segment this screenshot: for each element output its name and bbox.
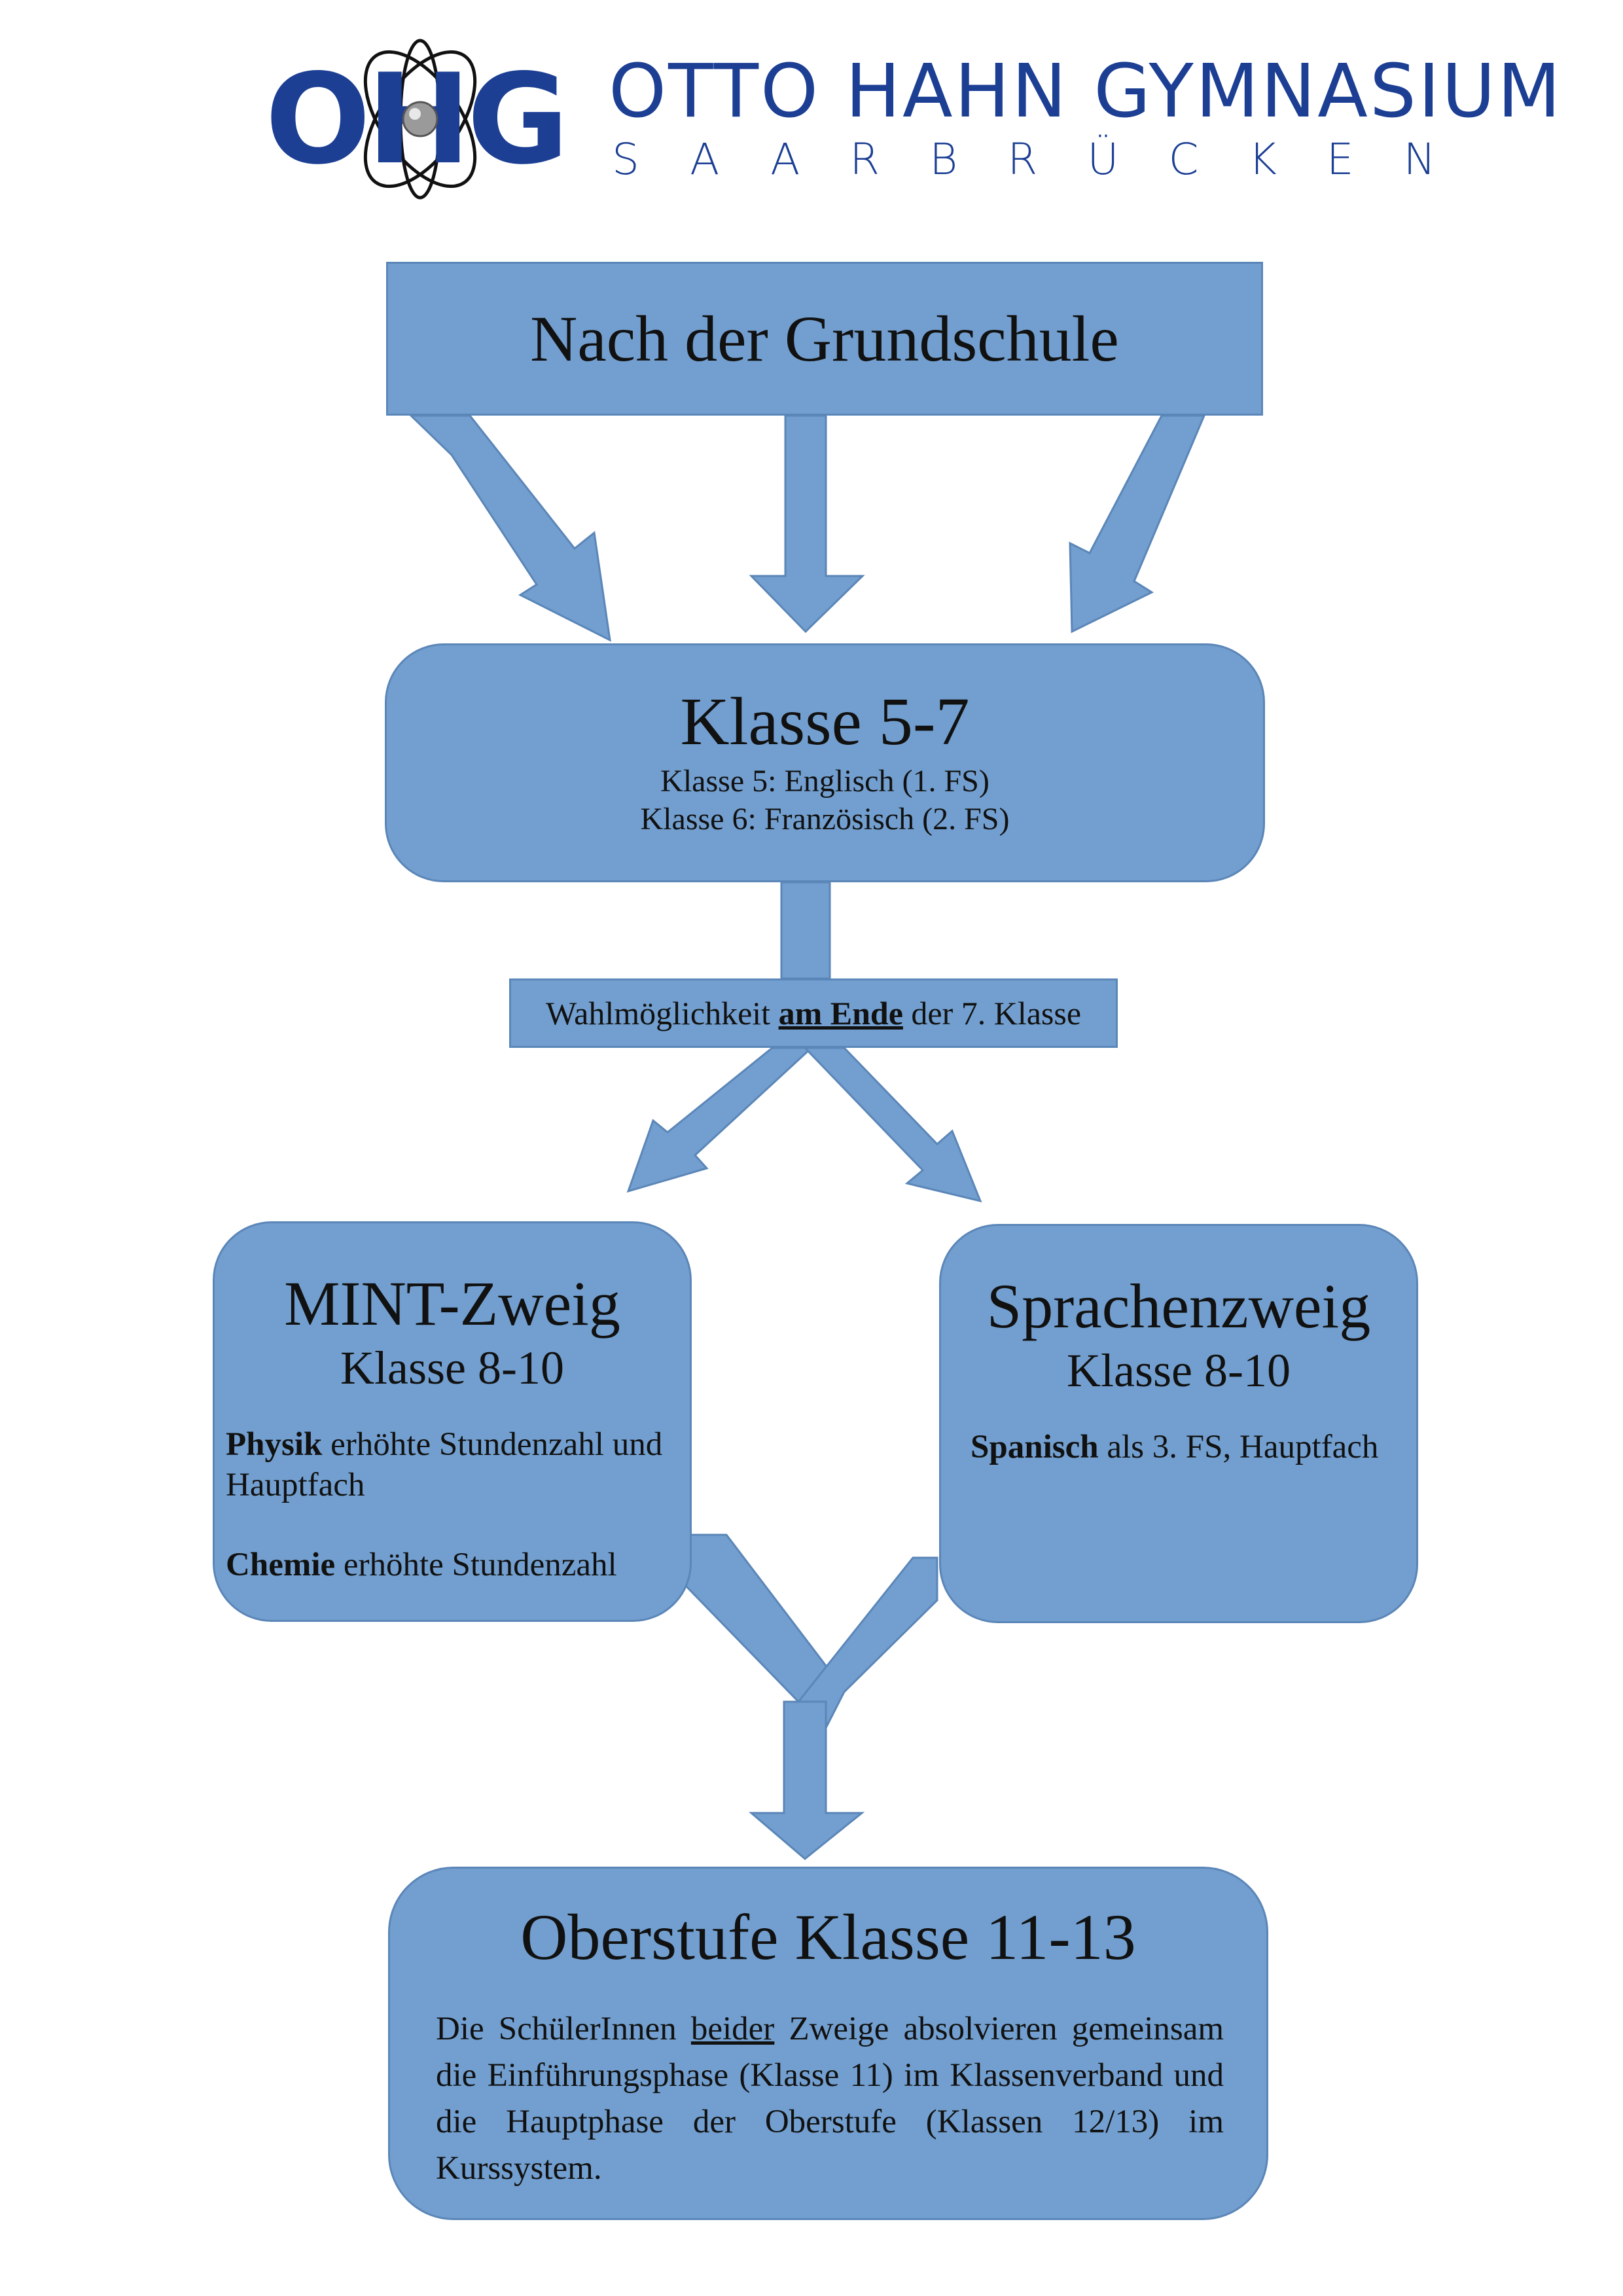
arrow-start-right (1069, 414, 1206, 634)
choice-prefix: Wahlmöglichkeit (545, 995, 771, 1031)
school-city: SAARBRÜCKEN (612, 134, 1486, 185)
klasse-5-7-title: Klasse 5-7 (680, 684, 970, 759)
school-name: OTTO HAHN GYMNASIUM (609, 49, 1563, 134)
klasse-5-7-box: Klasse 5-7 Klasse 5: Englisch (1. FS) Kl… (385, 643, 1265, 882)
arrow-start-center (749, 414, 865, 634)
klasse-5-7-line1: Klasse 5: Englisch (1. FS) (660, 764, 990, 798)
oberstufe-title: Oberstufe Klasse 11-13 (520, 1901, 1136, 1973)
sprachen-subtitle: Klasse 8-10 (1067, 1344, 1291, 1397)
mint-box: MINT-Zweig Klasse 8-10 Physik erhöhte St… (213, 1221, 692, 1622)
arrow-start-left (408, 414, 611, 642)
school-logo: OHG (265, 39, 566, 200)
sprachen-item1-bold: Spanisch (971, 1429, 1099, 1465)
mint-item1-text: erhöhte Stundenzahl und Hauptfach (226, 1426, 663, 1503)
start-title: Nach der Grundschule (530, 302, 1119, 375)
oberstufe-description: Die SchülerInnen beider Zweige absolvier… (436, 2006, 1224, 2192)
mint-title: MINT-Zweig (284, 1268, 620, 1338)
oberstufe-box: Oberstufe Klasse 11-13 Die SchülerInnen … (388, 1867, 1268, 2220)
klasse-5-7-line2: Klasse 6: Französisch (2. FS) (640, 802, 1010, 836)
mint-item2-bold: Chemie (226, 1547, 336, 1583)
oberstufe-text-underlined: beider (690, 2011, 775, 2047)
sprachen-title: Sprachenzweig (986, 1271, 1371, 1341)
arrow-choice-right (802, 1047, 982, 1203)
choice-emphasis: am Ende (778, 995, 903, 1031)
arrow-choice-left (626, 1047, 814, 1193)
arrow-merge-oberstufe (748, 1700, 865, 1860)
oberstufe-text-after: Zweige absolvieren gemeinsam die Einführ… (436, 2011, 1224, 2187)
sprachen-item-spanisch: Spanisch als 3. FS, Hauptfach (971, 1427, 1397, 1467)
sprachen-box: Sprachenzweig Klasse 8-10 Spanisch als 3… (939, 1224, 1418, 1623)
mint-subtitle: Klasse 8-10 (340, 1342, 564, 1394)
atom-orbits-icon (363, 39, 477, 200)
mint-item2-text: erhöhte Stundenzahl (343, 1547, 617, 1583)
oberstufe-text-before: Die SchülerInnen (436, 2011, 677, 2047)
mint-item-physik: Physik erhöhte Stundenzahl und Hauptfach (226, 1424, 670, 1505)
sprachen-item1-text: als 3. FS, Hauptfach (1107, 1429, 1379, 1465)
choice-suffix: der 7. Klasse (911, 995, 1082, 1031)
mint-item-chemie: Chemie erhöhte Stundenzahl (226, 1545, 670, 1585)
start-box: Nach der Grundschule (386, 262, 1263, 416)
mint-item1-bold: Physik (226, 1426, 323, 1463)
arrow-stem-k57 (780, 881, 831, 980)
choice-box: Wahlmöglichkeit am Ende der 7. Klasse (509, 978, 1118, 1048)
